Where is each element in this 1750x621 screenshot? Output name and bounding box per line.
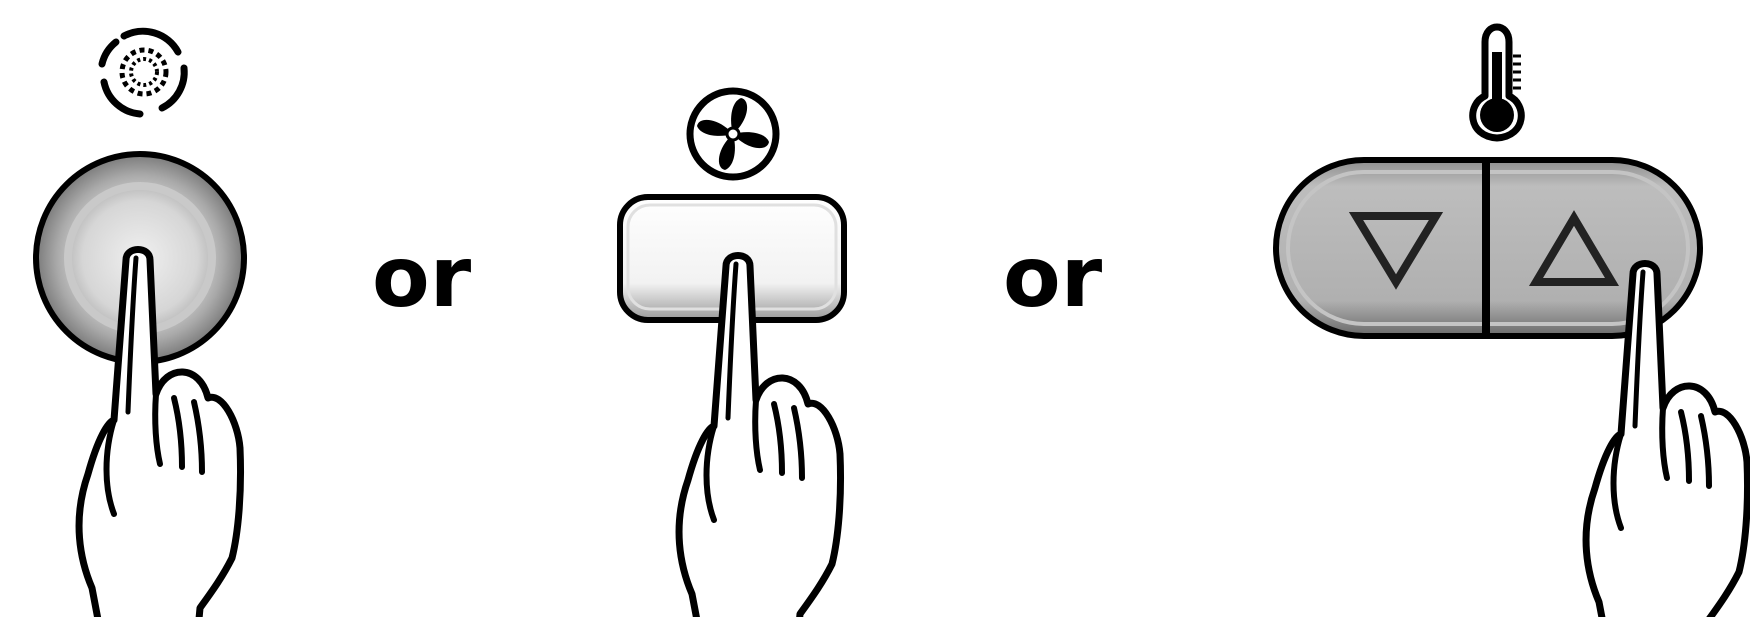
thermometer-icon [1473,27,1522,138]
fan-icon [690,91,776,177]
temperature-button-group [1276,27,1748,617]
or-connector-2: or [1003,228,1103,326]
swirl-power-icon [102,31,184,114]
power-button-group [36,31,244,617]
temperature-down-button[interactable] [1290,170,1480,330]
or-connector-1: or [372,228,472,326]
fan-button-group [620,91,844,617]
